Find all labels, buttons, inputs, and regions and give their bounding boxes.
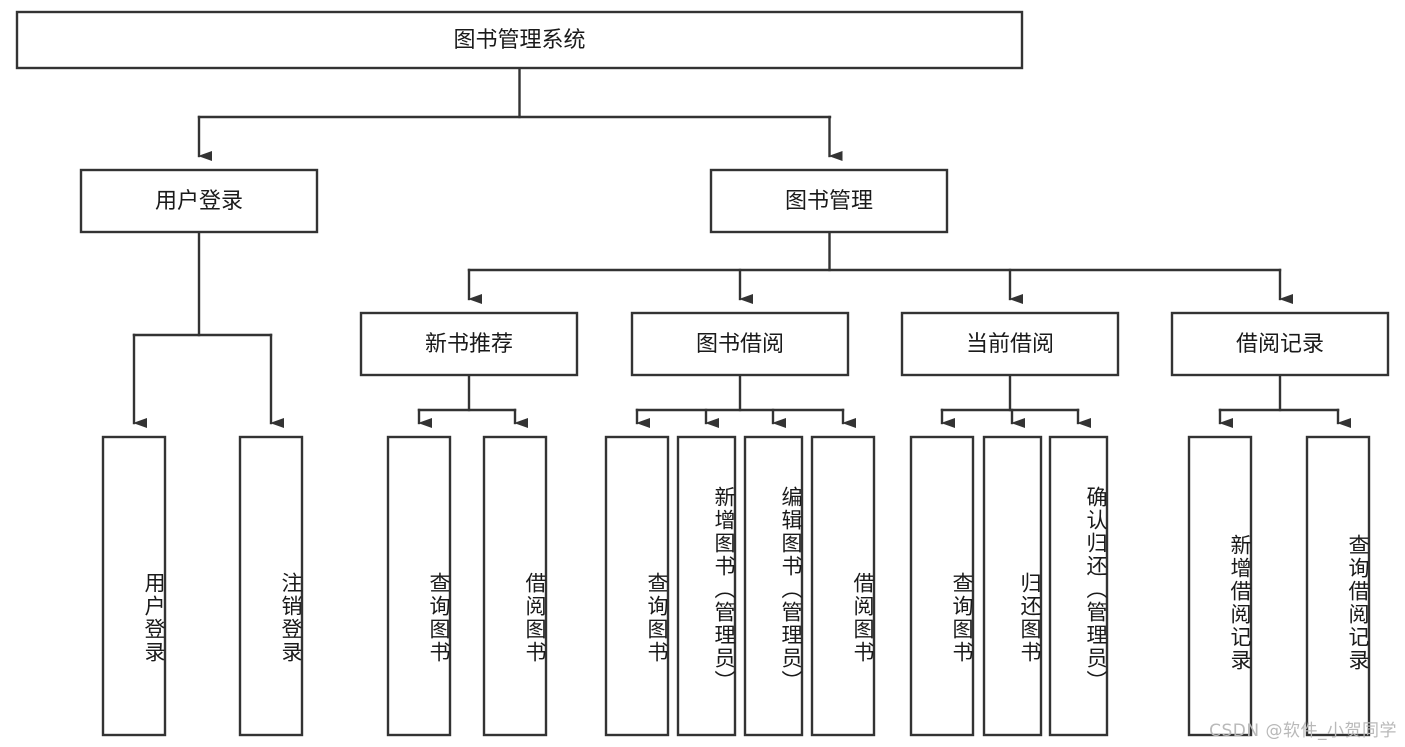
leaf-box-borrow-book-1[interactable] [482,435,548,737]
leaf-box-query-book-3[interactable] [909,435,975,737]
connector-group-bookborrow-to-leaves [635,373,856,428]
leaf-box-add-record[interactable] [1187,435,1253,737]
connector-group-currentborrow-to-leaves [940,373,1091,428]
node-borrow-record[interactable]: 借阅记录 [1170,311,1390,377]
node-book-manage[interactable]: 图书管理 [709,168,949,234]
node-new-book-recommend-box[interactable] [359,311,579,377]
node-current-borrow-label: 当前借阅 [966,332,1054,357]
node-root-box[interactable] [15,10,1024,70]
leaf-box-user-login[interactable] [101,435,167,737]
connector-group-root-to-level2 [197,66,843,161]
connector-group-borrowrecord-to-leaves [1218,373,1351,428]
node-current-borrow[interactable]: 当前借阅 [900,311,1120,377]
node-borrow-record-label: 借阅记录 [1236,332,1324,357]
connector-group-newbook-to-leaves [417,373,528,428]
node-book-manage-box[interactable] [709,168,949,234]
node-new-book-recommend[interactable]: 新书推荐 [359,311,579,377]
connector-group-bookmanage-to-level3 [467,230,1293,304]
node-book-manage-label: 图书管理 [785,189,873,214]
node-current-borrow-box[interactable] [900,311,1120,377]
node-book-borrow[interactable]: 图书借阅 [630,311,850,377]
leaf-box-borrow-book-2[interactable] [810,435,876,737]
node-book-borrow-label: 图书借阅 [696,332,784,357]
leaf-box-edit-book[interactable] [743,435,804,737]
node-borrow-record-box[interactable] [1170,311,1390,377]
leaf-box-add-book[interactable] [676,435,737,737]
leaf-box-query-book-1[interactable] [386,435,452,737]
connector-group-userlogin-to-leaves [132,230,284,428]
node-root-label: 图书管理系统 [453,28,585,53]
node-user-login-label: 用户登录 [155,189,243,214]
node-user-login-box[interactable] [79,168,319,234]
node-new-book-recommend-label: 新书推荐 [425,332,513,357]
node-root[interactable]: 图书管理系统 [15,10,1024,70]
node-user-login[interactable]: 用户登录 [79,168,319,234]
leaf-box-return-book[interactable] [982,435,1043,737]
leaf-box-confirm-return[interactable] [1048,435,1109,737]
leaf-box-query-book-2[interactable] [604,435,670,737]
node-book-borrow-box[interactable] [630,311,850,377]
leaf-box-query-record[interactable] [1305,435,1371,737]
csdn-watermark: CSDN @软件_小贺同学 [1209,721,1397,741]
leaf-box-logout[interactable] [238,435,304,737]
